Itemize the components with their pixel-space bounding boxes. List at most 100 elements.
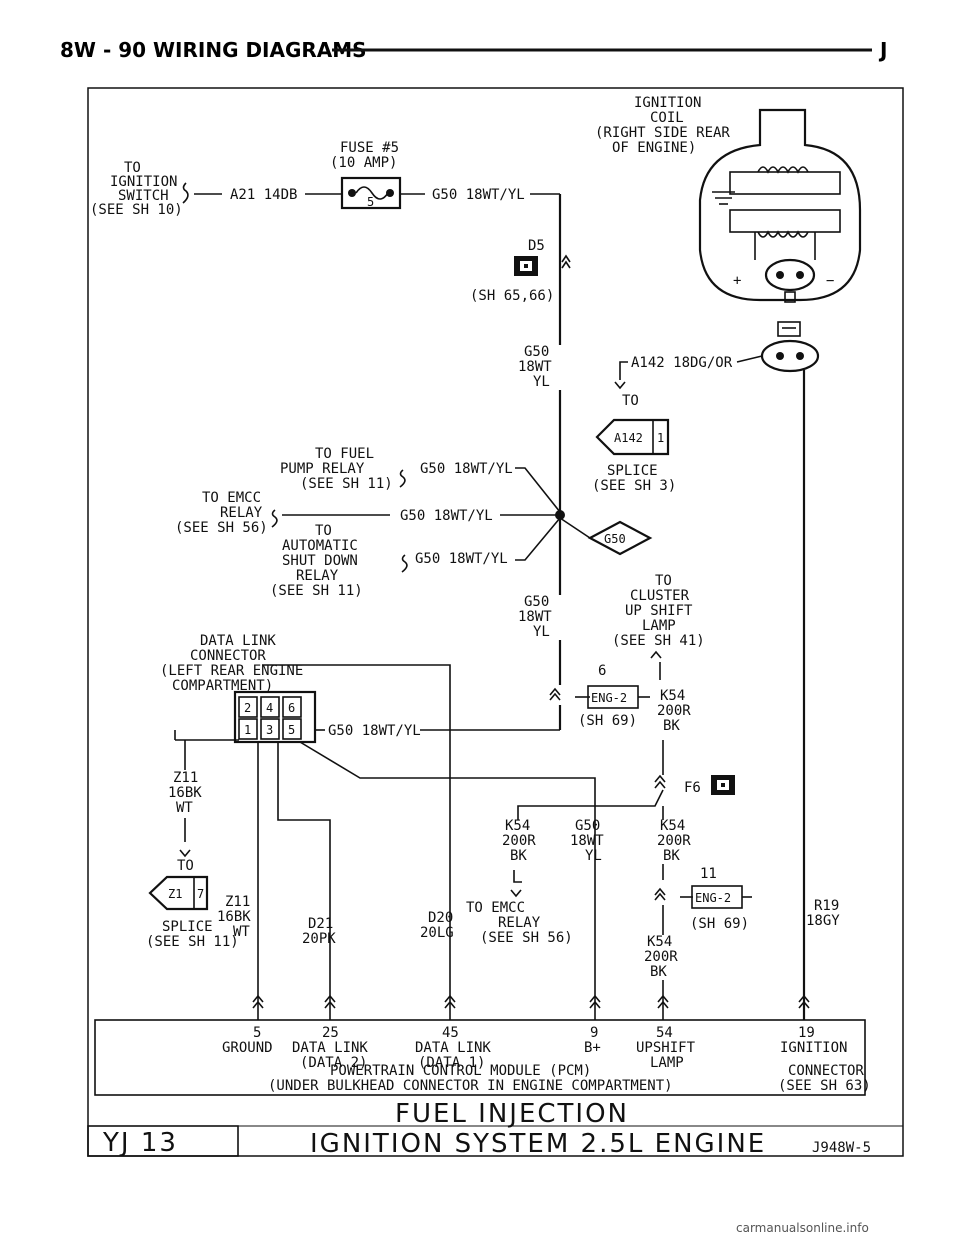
svg-text:J948W-5: J948W-5 — [812, 1140, 871, 1156]
to-asd-relay: TO AUTOMATIC SHUT DOWN RELAY (SEE SH 11)… — [270, 517, 561, 599]
g50-splice: G50 — [559, 517, 653, 556]
svg-text:(SEE SH 3): (SEE SH 3) — [592, 478, 676, 494]
coil-harness-connector — [760, 339, 820, 373]
svg-text:BK: BK — [650, 964, 667, 980]
z11-splice-left: Z11 16BK WT TO Z1 7 SPLICE (SEE SH 11) — [146, 770, 239, 950]
svg-text:DATA LINK: DATA LINK — [200, 633, 276, 649]
svg-text:3: 3 — [266, 723, 273, 737]
svg-text:11: 11 — [700, 866, 717, 882]
primary-coil-icon — [757, 166, 809, 174]
svg-text:K54: K54 — [505, 818, 530, 834]
z11-pin-label: Z11 16BK WT — [217, 894, 251, 940]
connector-icon — [777, 321, 801, 337]
svg-text:K54: K54 — [660, 818, 685, 834]
svg-text:DATA LINK: DATA LINK — [292, 1040, 368, 1056]
svg-text:45: 45 — [442, 1025, 459, 1041]
svg-text:YL: YL — [585, 848, 602, 864]
svg-text:Z11: Z11 — [225, 894, 250, 910]
coil-secondary-winding — [729, 209, 841, 233]
svg-text:G50: G50 — [524, 594, 549, 610]
svg-text:BK: BK — [510, 848, 527, 864]
svg-text:(SEE SH 56): (SEE SH 56) — [175, 520, 268, 536]
svg-text:(SH 65,66): (SH 65,66) — [470, 288, 554, 304]
svg-text:(SH 69): (SH 69) — [690, 916, 749, 932]
svg-text:BK: BK — [663, 718, 680, 734]
title-block: YJ 13 FUEL INJECTION IGNITION SYSTEM 2.5… — [87, 1099, 903, 1159]
svg-text:TO FUEL: TO FUEL — [315, 446, 374, 462]
svg-text:(LEFT REAR ENGINE: (LEFT REAR ENGINE — [160, 663, 303, 679]
svg-text:FUEL INJECTION: FUEL INJECTION — [395, 1099, 629, 1129]
eng2-connector-top: 6 ENG-2 (SH 69) — [549, 663, 650, 729]
g50-top-label: G50 18WT/YL — [432, 187, 525, 203]
splice-f6: F6 — [684, 775, 735, 796]
svg-text:SHUT DOWN: SHUT DOWN — [282, 553, 358, 569]
a142-tag-icon — [595, 418, 670, 456]
svg-text:TO: TO — [655, 573, 672, 589]
to-emcc-relay-2: TO EMCC RELAY (SEE SH 56) — [466, 900, 573, 946]
svg-text:TO EMCC: TO EMCC — [466, 900, 525, 916]
svg-text:18GY: 18GY — [806, 913, 840, 929]
fuse-element-icon — [355, 186, 389, 200]
svg-text:DATA LINK: DATA LINK — [415, 1040, 491, 1056]
a142-splice: A142 18DG/OR TO A142 1 SPLICE (SEE SH 3) — [592, 355, 763, 494]
svg-text:OF ENGINE): OF ENGINE) — [612, 140, 696, 156]
svg-text:POWERTRAIN CONTROL MODULE (PCM: POWERTRAIN CONTROL MODULE (PCM) — [330, 1063, 591, 1079]
svg-text:Z1: Z1 — [168, 887, 182, 901]
svg-text:4: 4 — [266, 701, 273, 715]
splice-junction-dot — [555, 510, 565, 520]
svg-text:ENG-2: ENG-2 — [695, 891, 731, 905]
svg-text:F6: F6 — [684, 780, 701, 796]
svg-text:20PK: 20PK — [302, 931, 336, 947]
svg-text:G50: G50 — [524, 344, 549, 360]
k54-right-label: K54 200R BK — [657, 818, 691, 864]
svg-text:G50: G50 — [575, 818, 600, 834]
svg-text:G50 18WT/YL: G50 18WT/YL — [328, 723, 421, 739]
svg-text:TO EMCC: TO EMCC — [202, 490, 261, 506]
g50-to-pcm-wire — [299, 741, 596, 1020]
svg-text:A21 14DB: A21 14DB — [230, 187, 297, 203]
svg-text:9: 9 — [590, 1025, 598, 1041]
to-fuel-pump-relay: TO FUEL PUMP RELAY (SEE SH 11) G50 18WT/… — [280, 446, 561, 513]
g50-wire-label-2: G50 18WT YL — [518, 594, 552, 640]
connector-arrow-icon — [654, 774, 666, 789]
d21-label: D21 20PK — [302, 916, 336, 947]
svg-text:IGNITION: IGNITION — [780, 1040, 847, 1056]
svg-text:Z11: Z11 — [173, 770, 198, 786]
k54-top-label: K54 200R BK — [657, 688, 691, 734]
svg-text:GROUND: GROUND — [222, 1040, 273, 1056]
svg-text:1: 1 — [244, 723, 251, 737]
svg-text:1: 1 — [657, 431, 664, 445]
splice-d5: D5 (SH 65,66) — [470, 238, 571, 304]
to-cluster-upshift-lamp: TO CLUSTER UP SHIFT LAMP (SEE SH 41) — [612, 573, 705, 680]
watermark: carmanualsonline.info — [736, 1221, 869, 1235]
svg-text:TO: TO — [622, 393, 639, 409]
svg-text:16BK: 16BK — [217, 909, 251, 925]
svg-text:CONNECTOR: CONNECTOR — [788, 1063, 864, 1079]
svg-text:(SEE SH 11): (SEE SH 11) — [270, 583, 363, 599]
svg-text:CONNECTOR: CONNECTOR — [190, 648, 266, 664]
svg-text:(DATA 2): (DATA 2) — [300, 1055, 367, 1071]
svg-text:FUSE #5: FUSE #5 — [340, 140, 399, 156]
ignition-coil: IGNITION COIL (RIGHT SIDE REAR OF ENGINE… — [595, 95, 862, 373]
k54-low-label: K54 200R BK — [644, 934, 678, 980]
svg-text:200R: 200R — [644, 949, 678, 965]
secondary-coil-icon — [757, 230, 809, 238]
page-header: 8W - 90 WIRING DIAGRAMS — [60, 38, 367, 62]
svg-text:PUMP RELAY: PUMP RELAY — [280, 461, 365, 477]
fuse-box-icon — [340, 176, 402, 210]
svg-text:18WT: 18WT — [570, 833, 604, 849]
svg-text:18WT: 18WT — [518, 359, 552, 375]
svg-text:25: 25 — [322, 1025, 339, 1041]
g50-wire-label-3: G50 18WT YL — [570, 818, 604, 864]
svg-text:TO: TO — [124, 160, 141, 176]
d21-wire — [277, 742, 331, 1020]
svg-text:(SEE SH 56): (SEE SH 56) — [480, 930, 573, 946]
svg-text:IGNITION: IGNITION — [634, 95, 701, 111]
coil-plus-terminal: + — [733, 273, 741, 289]
svg-text:LAMP: LAMP — [642, 618, 676, 634]
svg-text:(UNDER BULKHEAD CONNECTOR IN E: (UNDER BULKHEAD CONNECTOR IN ENGINE COMP… — [268, 1078, 673, 1094]
to-emcc-relay: TO EMCC RELAY (SEE SH 56) G50 18WT/YL — [175, 490, 560, 536]
svg-text:2: 2 — [244, 701, 251, 715]
svg-text:CLUSTER: CLUSTER — [630, 588, 690, 604]
svg-text:G50: G50 — [604, 532, 626, 546]
